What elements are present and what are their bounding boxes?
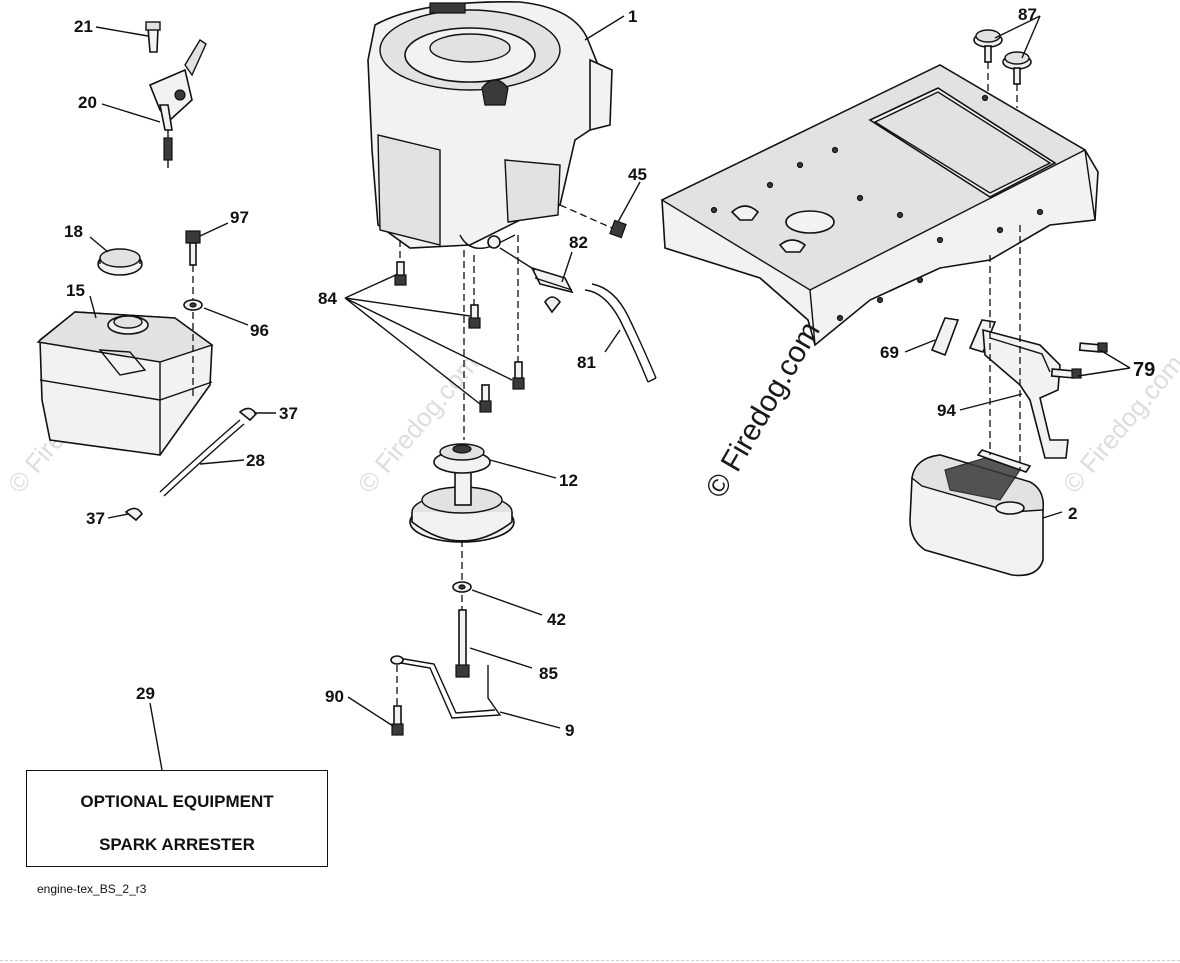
- callout-82: 82: [569, 233, 588, 252]
- frame-screws: [973, 29, 1032, 108]
- tank-bolt: [183, 230, 203, 400]
- callout-42: 42: [547, 610, 566, 629]
- callout-45: 45: [628, 165, 647, 184]
- callout-37-lower: 37: [86, 509, 105, 528]
- fuel-cap: [97, 248, 143, 276]
- page-divider: [0, 960, 1180, 961]
- engine: [367, 1, 613, 249]
- diagram-file-code: engine-tex_BS_2_r3: [37, 882, 147, 896]
- callout-81: 81: [577, 353, 596, 372]
- callout-96: 96: [250, 321, 269, 340]
- callout-29: 29: [136, 684, 155, 703]
- callout-87: 87: [1018, 5, 1037, 24]
- callout-1: 1: [628, 7, 637, 26]
- chassis-frame: [660, 64, 1099, 347]
- engine-bolts: [394, 261, 525, 413]
- optional-equipment-box: OPTIONAL EQUIPMENT SPARK ARRESTER: [26, 770, 328, 867]
- throttle-control: [145, 21, 207, 168]
- fuel-tank: [36, 311, 214, 456]
- washer-and-bolt: [452, 581, 472, 678]
- muffler-assembly: [909, 225, 1108, 577]
- svg-text:© Firedog.com: © Firedog.com: [699, 316, 826, 503]
- callout-2: 2: [1068, 504, 1077, 523]
- optional-equipment-label: OPTIONAL EQUIPMENT: [80, 792, 274, 811]
- callout-85: 85: [539, 664, 558, 683]
- bracket: [390, 655, 502, 736]
- callout-20: 20: [78, 93, 97, 112]
- fuel-line-parts: [499, 204, 657, 383]
- callout-21: 21: [74, 17, 93, 36]
- callout-37-upper: 37: [279, 404, 298, 423]
- callout-79: 79: [1133, 359, 1155, 381]
- spark-arrester-label: SPARK ARRESTER: [99, 835, 255, 854]
- callout-97: 97: [230, 208, 249, 227]
- engine-pulley: [409, 443, 515, 543]
- callout-9: 9: [565, 721, 574, 740]
- callout-69: 69: [880, 343, 899, 362]
- callout-18: 18: [64, 222, 83, 241]
- callout-15: 15: [66, 281, 85, 300]
- callout-28: 28: [246, 451, 265, 470]
- callout-labels: 1 2 9 12 15 18 20 21 28 29 37 37 42 45 6…: [64, 5, 1155, 740]
- fuel-hose: [124, 407, 258, 522]
- callout-84: 84: [318, 289, 337, 308]
- watermark: © Firedog.com: [699, 316, 826, 503]
- callout-94: 94: [937, 401, 956, 420]
- callout-90: 90: [325, 687, 344, 706]
- leader-lines: [89, 15, 1131, 771]
- callout-12: 12: [559, 471, 578, 490]
- frame-holes: [710, 94, 1044, 322]
